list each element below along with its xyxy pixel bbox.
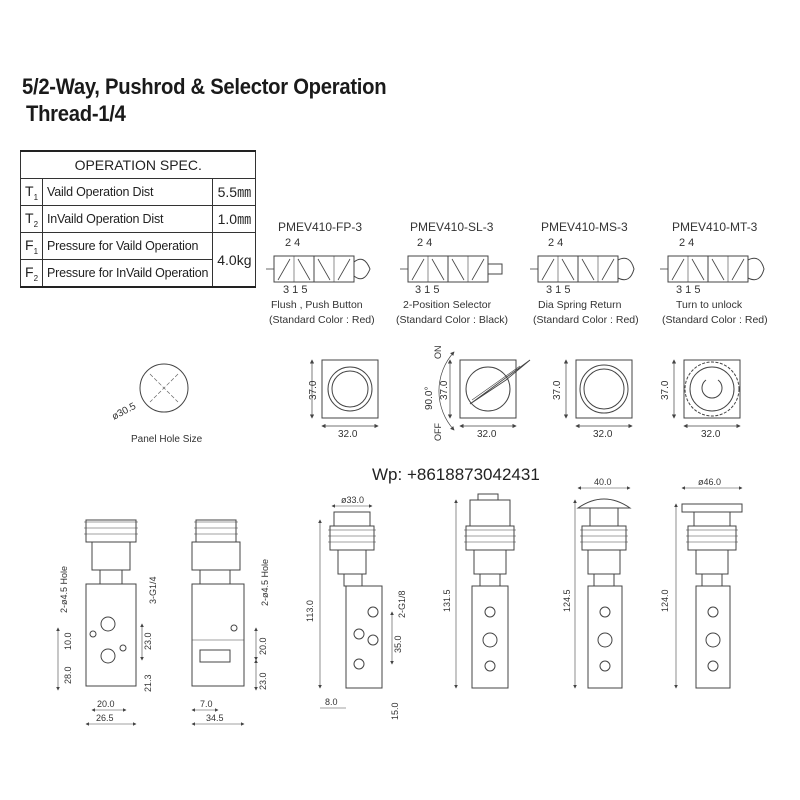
front-height-dim: 37.0	[552, 380, 563, 400]
model-ms: PMEV410-MS-3 2 4 3 1 5 Dia Spring Return…	[529, 220, 639, 326]
fp-dia: ø33.0	[341, 495, 364, 505]
spec-symbol: F1	[19, 232, 44, 260]
valve-symbol-icon	[265, 255, 355, 283]
side-view-sl: 131.5	[442, 493, 516, 689]
mount-hole-label: 2-ø4.5 Hole	[260, 559, 270, 606]
model-mt: PMEV410-MT-3 2 4 3 1 5 Turn to unlock (S…	[659, 220, 768, 326]
panel-hole-dia: ø30.5	[110, 401, 138, 423]
port-label-bottom: 3 1 5	[415, 284, 439, 296]
dim-26: 26.5	[96, 713, 114, 723]
sl-height: 131.5	[442, 589, 452, 612]
model-color: (Standard Color : Red)	[533, 314, 639, 326]
rotate-arrow-icon	[701, 379, 723, 399]
dim-34: 34.5	[206, 713, 224, 723]
dim-23: 23.0	[143, 632, 153, 650]
panel-hole-view: ø30.5 Panel Hole Size	[110, 363, 203, 445]
page-title: 5/2-Way, Pushrod & Selector Operation	[22, 74, 387, 99]
model-name: 2-Position Selector	[403, 299, 492, 311]
front-width-dim: 32.0	[701, 429, 721, 440]
push-button-icon	[353, 258, 371, 280]
ms-height: 124.5	[562, 589, 572, 612]
spec-value: 4.0kg	[212, 232, 257, 288]
front-view-mt: 37.0 32.0	[660, 359, 741, 440]
dim-10: 10.0	[63, 632, 73, 650]
spec-row-f1: F1 Pressure for Vaild Operation 4.0kg	[19, 232, 257, 288]
valve-symbol-icon	[659, 255, 749, 283]
spec-description: Pressure for InVaild Operation	[42, 259, 214, 288]
watermark-text: Wp: +8618873042431	[372, 465, 540, 484]
fp-dim-35: 35.0	[393, 635, 403, 653]
dim-28: 28.0	[63, 666, 73, 684]
model-color: (Standard Color : Black)	[396, 314, 508, 326]
front-view-sl: 90.0° ON OFF 37.0 32.0	[424, 346, 531, 441]
operation-spec-table: OPERATION SPEC. T1 Vaild Operation Dist …	[19, 150, 257, 288]
port-label-bottom: 3 1 5	[283, 284, 307, 296]
front-width-dim: 32.0	[338, 429, 358, 440]
front-width-dim: 32.0	[477, 429, 497, 440]
ms-top: 40.0	[594, 477, 612, 487]
front-height-dim: 37.0	[660, 380, 671, 400]
port-label-top: 2 4	[548, 237, 563, 249]
spec-description: Pressure for Vaild Operation	[42, 232, 214, 260]
model-code: PMEV410-SL-3	[410, 220, 494, 234]
model-name: Dia Spring Return	[538, 299, 622, 311]
model-name: Flush , Push Button	[271, 299, 363, 311]
fp-dim-8: 8.0	[325, 697, 338, 707]
model-code: PMEV410-FP-3	[278, 220, 362, 234]
model-code: PMEV410-MS-3	[541, 220, 628, 234]
side-view-ms: 40.0 124.5	[562, 477, 632, 689]
valve-symbol-icon	[529, 255, 619, 283]
spec-table-header: OPERATION SPEC.	[19, 150, 257, 179]
mt-height: 124.0	[660, 589, 670, 612]
mt-top: ø46.0	[698, 477, 721, 487]
side-view-mt: ø46.0 124.0	[660, 477, 743, 689]
port-label-top: 2 4	[285, 237, 300, 249]
spec-row-t2: T2 InVaild Operation Dist 1.0㎜	[19, 205, 257, 233]
selector-angle: 90.0°	[424, 387, 435, 410]
thread-label: 3-G1/4	[148, 576, 158, 604]
mushroom-button-icon	[617, 257, 635, 281]
port-label-bottom: 3 1 5	[546, 284, 570, 296]
dim-20: 20.0	[258, 637, 268, 655]
model-code: PMEV410-MT-3	[672, 220, 758, 234]
spec-description: Vaild Operation Dist	[42, 178, 214, 206]
panel-hole-circle	[139, 363, 189, 413]
spec-row-f2: F2 Pressure for InVaild Operation	[19, 259, 256, 288]
port-label-top: 2 4	[679, 237, 694, 249]
spec-row-t1: T1 Vaild Operation Dist 5.5㎜	[19, 178, 257, 206]
front-view-fp: 37.0 32.0	[308, 359, 379, 440]
port-label-top: 2 4	[417, 237, 432, 249]
dim-23: 23.0	[258, 672, 268, 690]
model-color: (Standard Color : Red)	[662, 314, 768, 326]
front-view-ms: 37.0 32.0	[552, 359, 633, 440]
selector-icon	[487, 263, 503, 275]
selector-off-label: OFF	[433, 423, 443, 441]
dim-21: 21.3	[143, 674, 153, 692]
valve-symbol-icon	[399, 255, 489, 283]
mount-hole-label: 2-ø4.5 Hole	[59, 566, 69, 613]
panel-hole-label: Panel Hole Size	[131, 434, 203, 445]
dim-20: 20.0	[97, 699, 115, 709]
model-color: (Standard Color : Red)	[269, 314, 375, 326]
side-view-fp: ø33.0 2-G1/8 113.0 35.0 8.0 15.0	[305, 495, 407, 720]
model-name: Turn to unlock	[676, 299, 743, 311]
front-height-dim: 37.0	[439, 380, 450, 400]
port-label-bottom: 3 1 5	[676, 284, 700, 296]
dim-7: 7.0	[200, 699, 213, 709]
side-view-1: 2-ø4.5 Hole 3-G1/4 10.0 23.0 28.0 21.3 2…	[56, 519, 158, 726]
spec-value: 1.0㎜	[212, 205, 257, 233]
front-height-dim: 37.0	[308, 380, 319, 400]
spec-description: InVaild Operation Dist	[42, 205, 214, 233]
page-subtitle: Thread-1/4	[26, 101, 126, 126]
side-view-2: 2-ø4.5 Hole 20.0 23.0 7.0 34.5	[191, 519, 270, 726]
selector-on-label: ON	[433, 346, 443, 360]
front-width-dim: 32.0	[593, 429, 613, 440]
fp-height: 113.0	[305, 600, 315, 622]
model-fp: PMEV410-FP-3 2 4 3 1 5 Flush , Push Butt…	[265, 220, 375, 326]
fp-dim-15: 15.0	[390, 702, 400, 720]
turn-lock-button-icon	[747, 257, 765, 281]
model-sl: PMEV410-SL-3 2 4 3 1 5 2-Position Select…	[396, 220, 508, 326]
fp-thread: 2-G1/8	[397, 590, 407, 618]
